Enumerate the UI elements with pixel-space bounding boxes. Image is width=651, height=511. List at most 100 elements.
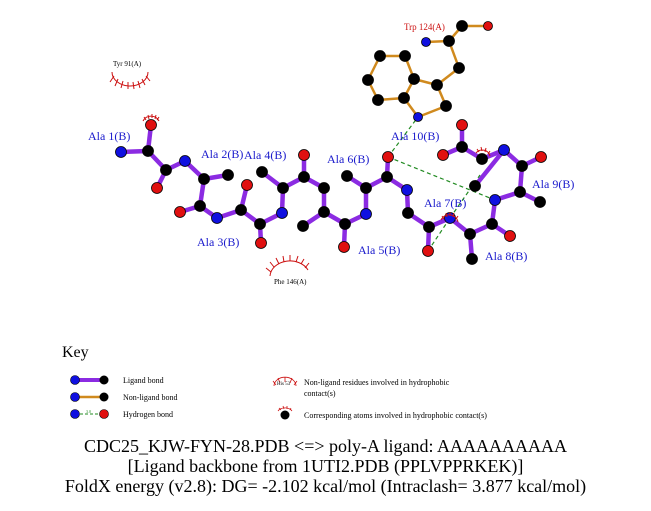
- nitrogen-atom: [360, 208, 372, 220]
- carbon-atom: [198, 173, 210, 185]
- caption-line-1: CDC25_KJW-FYN-28.PDB <=> poly-A ligand: …: [84, 436, 567, 456]
- oxygen-atom: [145, 119, 157, 131]
- oxygen-atom: [382, 151, 394, 163]
- nitrogen-atom: [421, 37, 431, 47]
- oxygen-atom: [422, 245, 434, 257]
- residue-label-phe146: Phe 146(A): [274, 278, 307, 286]
- key-title: Key: [62, 344, 89, 361]
- carbon-atom: [464, 228, 476, 240]
- carbon-atom: [298, 171, 310, 183]
- residue-label-ala1: Ala 1(B): [88, 129, 130, 143]
- residue-label-ala8: Ala 8(B): [485, 249, 527, 263]
- oxygen-atom: [483, 21, 493, 31]
- carbon-atom: [362, 74, 374, 86]
- key-sample-residue-name: His 53: [277, 382, 291, 387]
- carbon-atom: [423, 221, 435, 233]
- carbon-atom: [440, 100, 452, 112]
- residue-label-ala10: Ala 10(B): [391, 129, 439, 143]
- carbon-atom: [456, 141, 468, 153]
- carbon-atom: [360, 182, 372, 194]
- oxygen-atom: [338, 241, 350, 253]
- carbon-atom: [453, 62, 465, 74]
- carbon-atom: [469, 180, 481, 192]
- carbon-atom: [374, 50, 386, 62]
- residue-label-trp124: Trp 124(A): [404, 22, 445, 32]
- key-hydrophobic-residue-sample: [272, 376, 298, 387]
- carbon-atom: [514, 186, 526, 198]
- carbon-atom: [194, 200, 206, 212]
- carbon-atom: [516, 160, 528, 172]
- carbon-atom: [341, 170, 353, 182]
- key-ligand-bond-sample: [70, 375, 109, 385]
- carbon-atom: [339, 218, 351, 230]
- carbon-atom: [476, 153, 488, 165]
- nitrogen-atom: [498, 144, 510, 156]
- carbon-atom: [381, 171, 393, 183]
- carbon-atom: [318, 206, 330, 218]
- key-nonligand-bond-label: Non-ligand bond: [123, 393, 177, 402]
- hydrogen-bond: [387, 156, 496, 201]
- nitrogen-atom: [413, 112, 423, 122]
- carbon-atom: [142, 145, 154, 157]
- nitrogen-atom: [401, 184, 413, 196]
- carbon-atom: [222, 169, 234, 181]
- ligand-bonds: [118, 122, 544, 262]
- caption-line-3: FoldX energy (v2.8): DG= -2.102 kcal/mol…: [64, 476, 587, 496]
- key-hydrogen-bond-label: Hydrogen bond: [123, 410, 173, 419]
- tyr91-hydrophobic-residue: [109, 71, 151, 90]
- carbon-atom: [402, 207, 414, 219]
- carbon-atom: [399, 50, 411, 62]
- key-ligand-bond-label: Ligand bond: [123, 376, 164, 385]
- hydrophobic-contact-arc: [475, 146, 491, 157]
- carbon-atom: [372, 94, 384, 106]
- hydrophobic-residue-spokes: [109, 75, 151, 90]
- nitrogen-atom: [179, 155, 191, 167]
- ligand-bond: [472, 147, 507, 189]
- carbon-atom: [318, 182, 330, 194]
- residue-label-tyr91: Tyr 91(A): [113, 60, 142, 68]
- key-hydrogen-bond-sample: [70, 409, 109, 419]
- key-hbond-length: 3.0: [86, 409, 91, 414]
- oxygen-atom: [174, 206, 186, 218]
- key-hydrophobic-residues-label-2: contact(s): [304, 389, 336, 398]
- hydrophobic-contact-arc: [440, 212, 459, 223]
- residue-label-ala3: Ala 3(B): [197, 235, 239, 249]
- oxygen-atom: [456, 119, 468, 131]
- carbon-atom: [443, 35, 455, 47]
- carbon-atom: [431, 79, 443, 91]
- hydrophobic-residue-arc: [269, 260, 309, 277]
- residue-label-ala4: Ala 4(B): [244, 148, 286, 162]
- nitrogen-atom: [115, 146, 127, 158]
- atoms: [115, 20, 547, 265]
- nitrogen-atom: [211, 212, 223, 224]
- carbon-atom: [256, 166, 268, 178]
- carbon-atom: [398, 92, 410, 104]
- carbon-atom: [160, 164, 172, 176]
- oxygen-atom: [437, 149, 449, 161]
- residue-label-ala6: Ala 6(B): [327, 152, 369, 166]
- carbon-atom: [456, 20, 468, 32]
- oxygen-atom: [298, 149, 310, 161]
- hydrogen-bond: [387, 116, 419, 158]
- key-hydrophobic-atom-sample: [277, 405, 293, 420]
- carbon-atom: [235, 204, 247, 216]
- key-hydrophobic-atoms-label: Corresponding atoms involved in hydropho…: [304, 411, 487, 420]
- oxygen-atom: [504, 230, 516, 242]
- residue-label-ala5: Ala 5(B): [358, 243, 400, 257]
- carbon-atom: [277, 182, 289, 194]
- carbon-atom: [466, 253, 478, 265]
- carbon-atom: [408, 73, 420, 85]
- key-hydrophobic-residues-label-1: Non-ligand residues involved in hydropho…: [304, 378, 450, 387]
- residue-label-ala2: Ala 2(B): [201, 147, 243, 161]
- nitrogen-atom: [489, 194, 501, 206]
- hydrophobic-contact-arc: [142, 114, 160, 122]
- key-nonligand-bond-sample: [70, 392, 109, 402]
- carbon-atom: [254, 218, 266, 230]
- hydrophobic-atom-markers: [142, 114, 491, 223]
- residue-label-ala7: Ala 7(B): [424, 196, 466, 210]
- hydrophobic-residue-spokes: [265, 255, 310, 273]
- hydrophobic-residue-arc: [111, 71, 149, 87]
- carbon-atom: [297, 220, 309, 232]
- oxygen-atom: [241, 179, 253, 191]
